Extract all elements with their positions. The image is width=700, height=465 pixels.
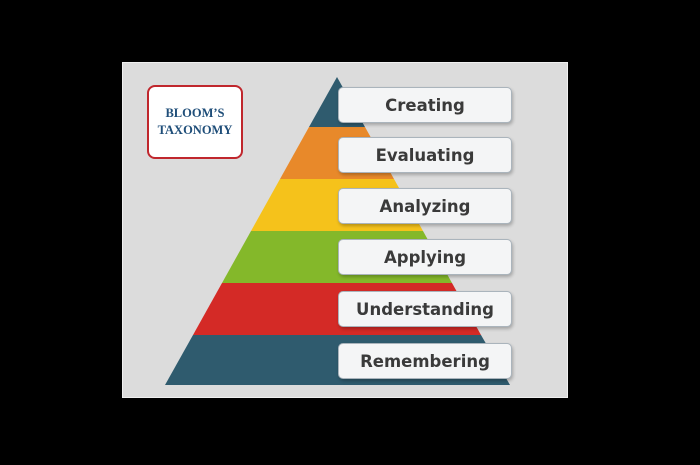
title-text: BLOOM’S TAXONOMY <box>158 105 233 139</box>
level-label-analyzing: Analyzing <box>338 188 512 224</box>
level-label-creating: Creating <box>338 87 512 123</box>
title-box: BLOOM’S TAXONOMY <box>147 85 243 159</box>
level-label-understanding: Understanding <box>338 291 512 327</box>
level-label-remembering: Remembering <box>338 343 512 379</box>
title-line-1: BLOOM’S <box>165 106 225 120</box>
level-label-evaluating: Evaluating <box>338 137 512 173</box>
level-label-applying: Applying <box>338 239 512 275</box>
title-line-2: TAXONOMY <box>157 123 233 137</box>
